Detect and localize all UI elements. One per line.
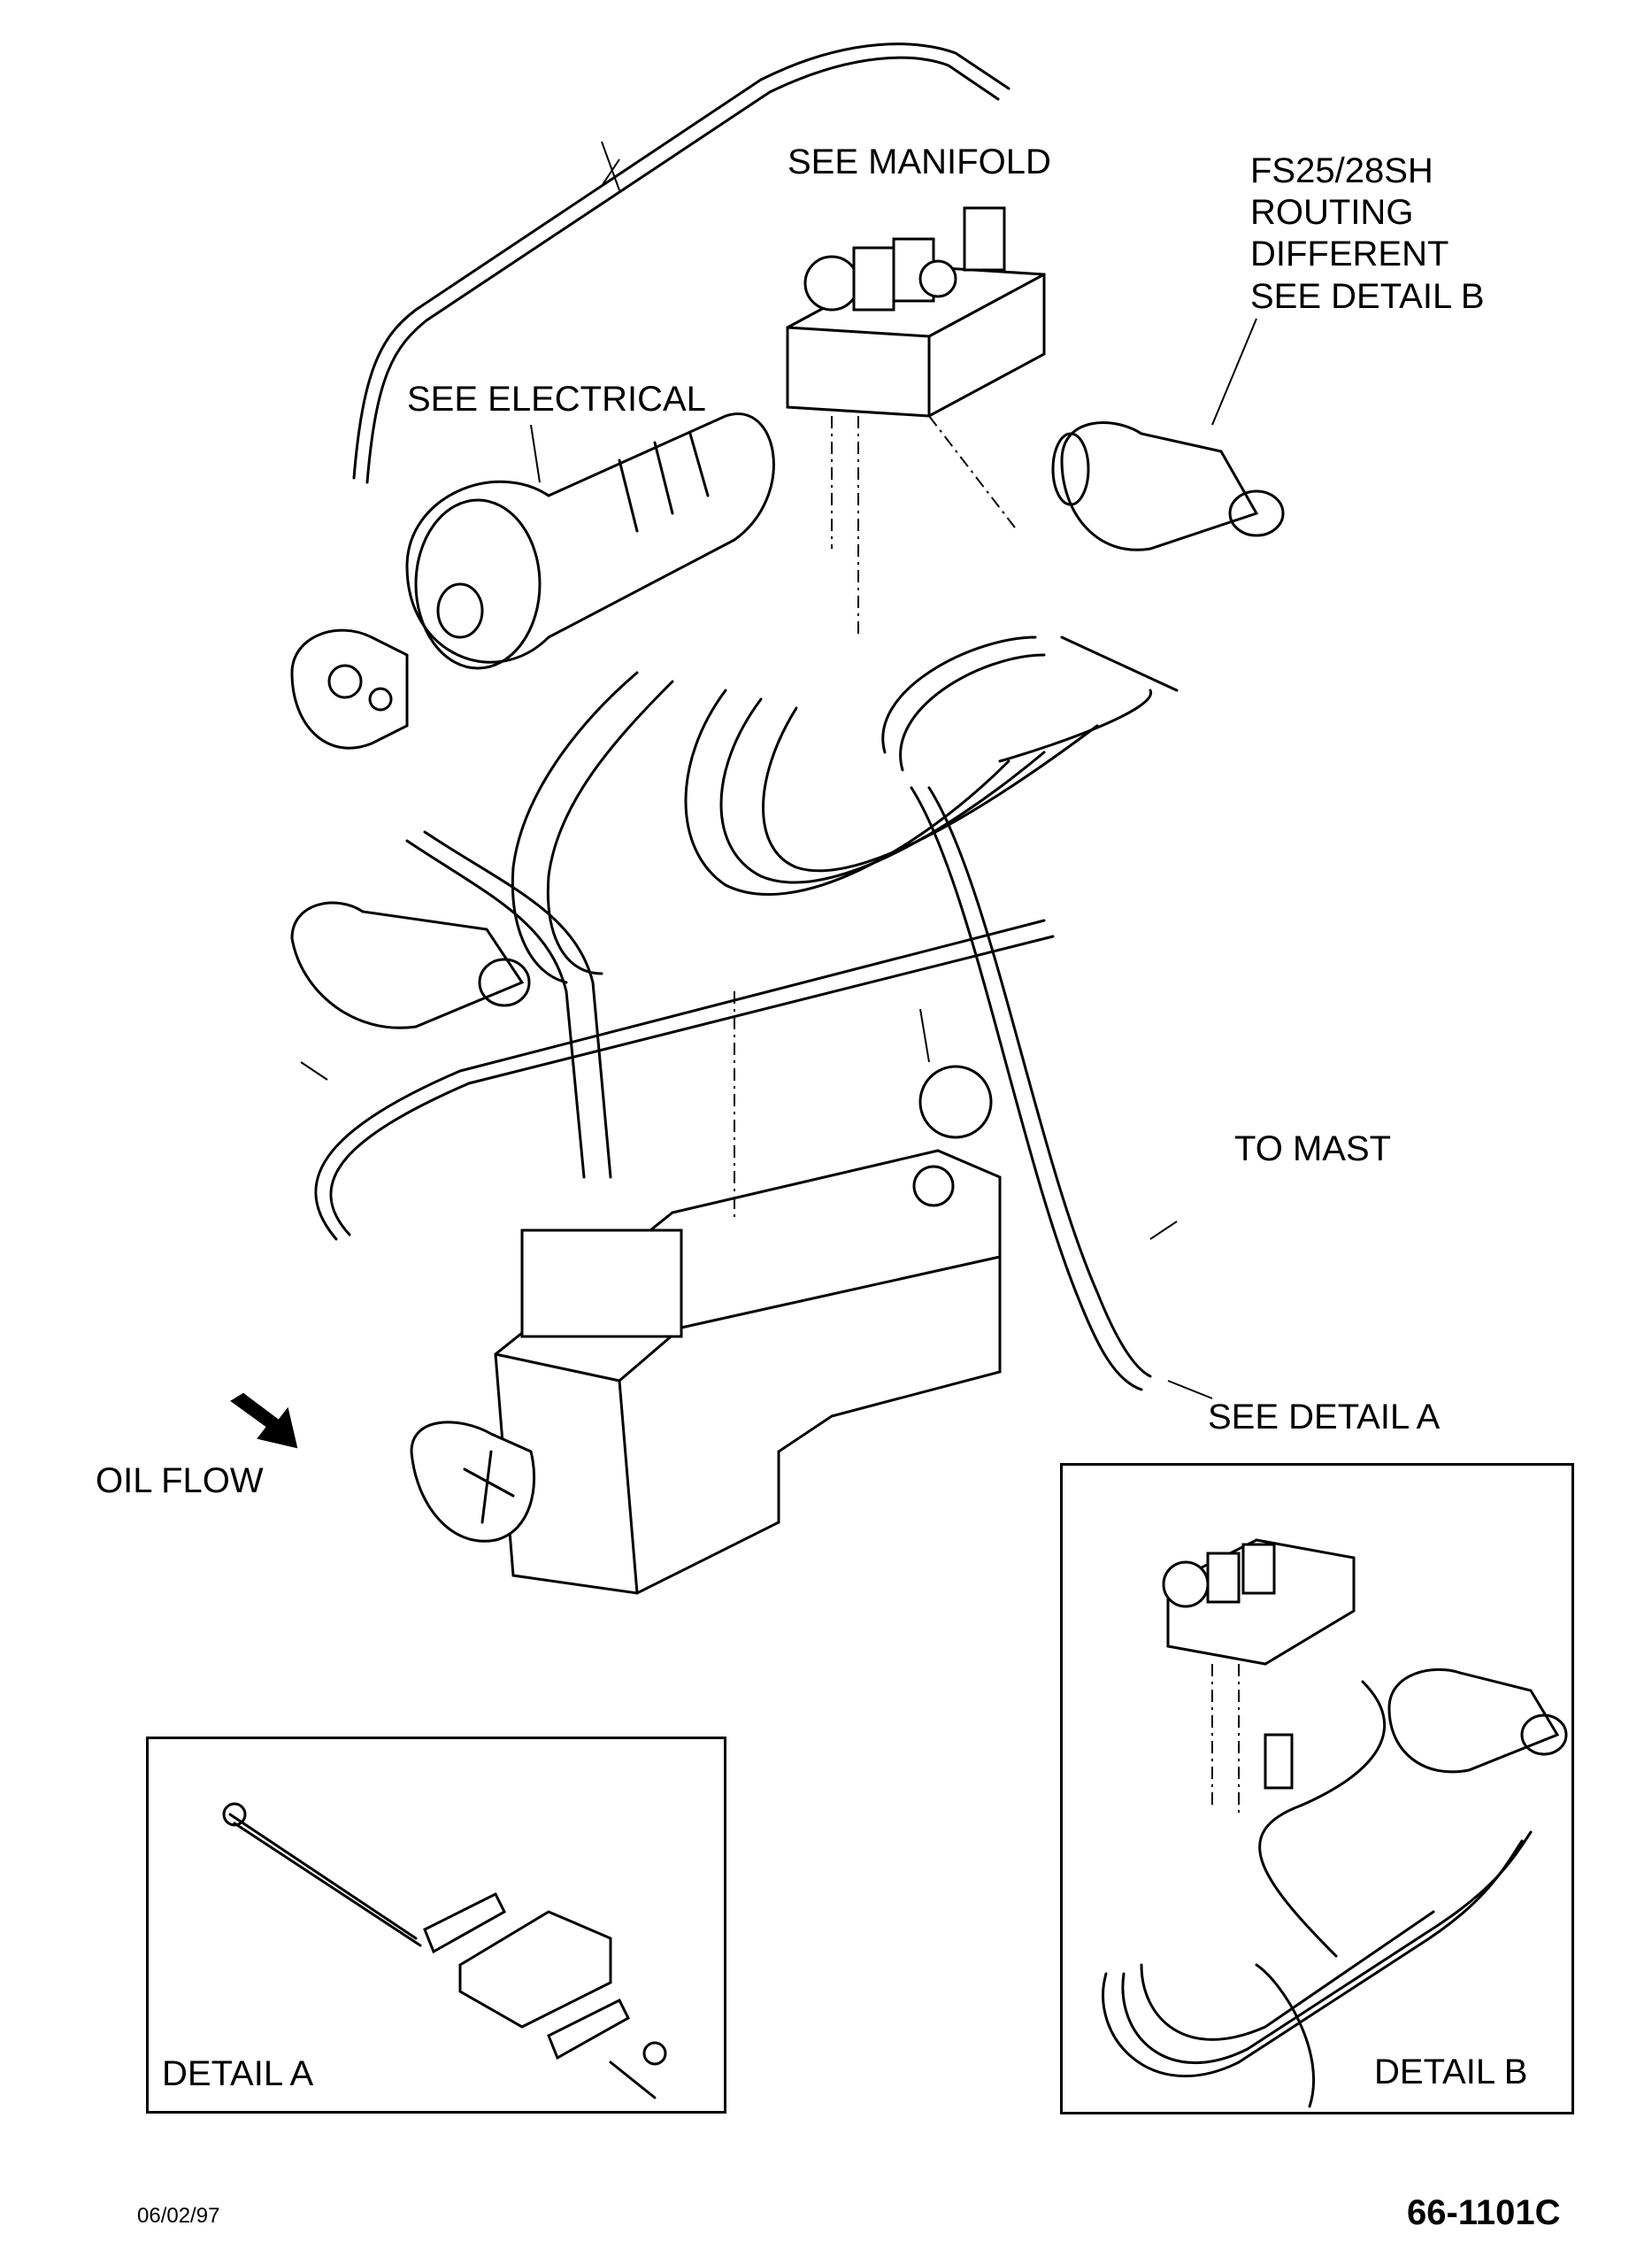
see-manifold-label: SEE MANIFOLD — [788, 142, 1051, 181]
detail-b-box — [1060, 1463, 1574, 2114]
drawing-date: 06/02/97 — [137, 2204, 220, 2228]
detail-b-drawing — [1102, 1538, 1568, 2108]
see-electrical-label: SEE ELECTRICAL — [407, 380, 706, 419]
mast-tube — [910, 786, 1143, 1391]
oil-flow-label: OIL FLOW — [96, 1461, 264, 1500]
routing-note-label: FS25/28SH ROUTING DIFFERENT SEE DETAIL B — [1250, 151, 1485, 316]
spin-on-filter — [410, 1421, 536, 1543]
return-filter — [1051, 421, 1285, 551]
detail-a-box — [146, 1737, 726, 2114]
electric-motor — [405, 412, 775, 670]
hydraulic-tank — [494, 1065, 1002, 1595]
see-detail-a-label: SEE DETAIL A — [1208, 1398, 1441, 1436]
detail-a-drawing — [222, 1802, 667, 2099]
oil-flow-arrow — [230, 1392, 298, 1449]
leader-lines — [300, 141, 1257, 1399]
detail-b-label: DETAIL B — [1374, 2053, 1528, 2091]
left-filter — [290, 901, 531, 1029]
manifold-block — [786, 206, 1046, 418]
hose-bundle — [511, 635, 1179, 984]
return-tube — [352, 42, 1010, 480]
detail-a-label: DETAIL A — [162, 2054, 314, 2093]
to-mast-label: TO MAST — [1234, 1129, 1392, 1168]
drawing-number: 66-1101C — [1407, 2193, 1561, 2232]
hydraulic-pump — [290, 628, 409, 750]
